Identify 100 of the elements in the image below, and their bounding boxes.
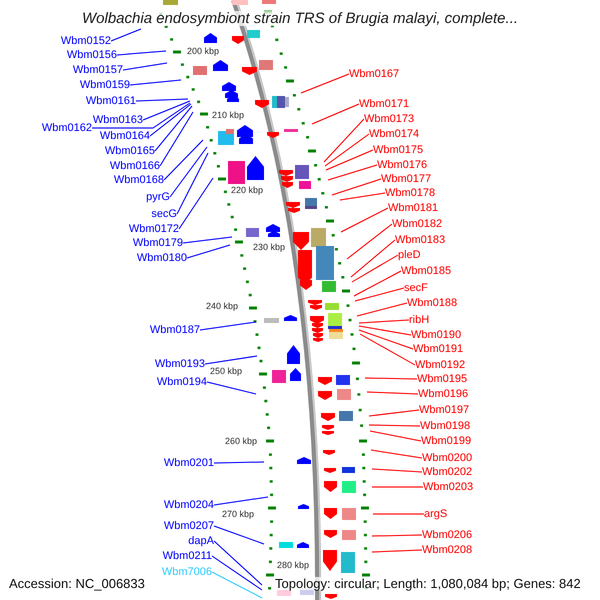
- leader-line: [92, 102, 190, 128]
- scale-label: 210 kbp: [211, 110, 246, 120]
- gene-label: Wbm0181: [388, 202, 438, 214]
- gene-label: ribH: [409, 314, 430, 326]
- gene-label: Wbm0196: [418, 388, 468, 400]
- leader-line: [214, 496, 268, 506]
- gene-label: Wbm0177: [381, 174, 432, 184]
- gene-label: Wbm0178: [385, 188, 436, 198]
- gene-label: Wbm0180: [136, 252, 187, 264]
- gene-label: Wbm0162: [42, 122, 92, 134]
- gene-label: argS: [424, 508, 448, 520]
- leader-line: [178, 178, 214, 230]
- leader-line: [116, 50, 166, 56]
- gene-label: Wbm0211: [162, 550, 212, 562]
- leader-line: [170, 146, 208, 198]
- gene-label: Wbm0157: [72, 64, 123, 76]
- gene-label: Wbm0208: [422, 544, 472, 556]
- diagram-title: Wolbachia endosymbiont strain TRS of Brugia malayi, complete...: [82, 10, 518, 26]
- leader-line: [204, 356, 258, 364]
- leader-line: [372, 468, 422, 472]
- gene-label: Wbm0203: [423, 482, 474, 492]
- gene-label: Wbm0171: [359, 98, 410, 110]
- genome-summary-text: Topology: circular; Length: 1,080,084 bp; Genes: 842: [275, 576, 581, 590]
- leader-line: [332, 178, 382, 196]
- leader-line: [358, 330, 414, 350]
- gene-label: Wbm0202: [422, 466, 472, 478]
- gene-label: Wbm0164: [100, 130, 150, 142]
- gene-label: dapA: [188, 536, 214, 546]
- leader-line: [368, 410, 420, 416]
- leader-line: [164, 140, 204, 180]
- leader-line: [212, 556, 262, 590]
- leader-line: [186, 244, 230, 258]
- leader-line: [340, 192, 386, 200]
- leader-line: [130, 80, 182, 86]
- leader-line: [360, 334, 416, 366]
- gene-label: Wbm0188: [407, 298, 458, 308]
- gene-label: Wbm0167: [349, 68, 400, 80]
- leader-line: [368, 424, 420, 426]
- gene-label: Wbm0207: [164, 520, 214, 532]
- leader-line: [182, 236, 232, 244]
- leader-line: [358, 320, 410, 324]
- gene-label: Wbm0182: [392, 218, 442, 230]
- leader-line: [354, 288, 404, 302]
- gene-label: Wbm0163: [92, 114, 143, 126]
- gene-label: Wbm0187: [150, 324, 200, 336]
- leader-line: [328, 164, 378, 180]
- gene-label: Wbm0206: [422, 530, 472, 540]
- leader-line: [340, 208, 388, 232]
- gene-label: Wbm0179: [132, 238, 183, 248]
- leader-line: [122, 62, 168, 70]
- leader-line: [350, 240, 396, 278]
- leader-line: [358, 326, 412, 336]
- leader-line: [366, 392, 418, 394]
- leader-line: [364, 378, 418, 380]
- gene-label: Wbm0159: [80, 80, 130, 90]
- leader-line: [214, 540, 262, 586]
- leader-line: [200, 322, 256, 330]
- gene-label: secG: [151, 208, 177, 220]
- leader-line: [370, 450, 422, 458]
- gene-label: Wbm0174: [369, 128, 420, 140]
- gene-label: Wbm0204: [164, 500, 214, 510]
- leader-line: [176, 152, 208, 214]
- scale-label: 250 kbp: [209, 366, 244, 376]
- leader-line: [326, 150, 374, 170]
- gene-label: Wbm0168: [114, 174, 164, 186]
- leader-line: [346, 224, 392, 260]
- gene-label: Wbm0197: [419, 404, 470, 416]
- gene-label: Wbm0195: [417, 374, 468, 384]
- gene-label: Wbm0183: [395, 234, 446, 246]
- scale-label: 240 kbp: [205, 302, 240, 310]
- gene-label: Wbm0190: [411, 330, 462, 340]
- gene-label: Wbm0194: [156, 376, 207, 388]
- gene-label: Wbm0172: [128, 224, 179, 234]
- gene-label: Wbm0199: [421, 436, 472, 446]
- gene-label: Wbm0198: [420, 420, 470, 432]
- gene-label: Wbm0192: [415, 360, 466, 370]
- leader-line: [142, 100, 190, 120]
- leader-line: [372, 550, 422, 552]
- leader-line: [214, 526, 264, 544]
- gene-label: Wbm0200: [422, 452, 472, 464]
- gene-label: pleD: [398, 250, 421, 260]
- leader-line: [212, 572, 262, 598]
- gene-label: Wbm0152: [60, 36, 111, 46]
- leader-line: [110, 28, 142, 42]
- gene-label: Wbm0156: [66, 50, 117, 60]
- gene-label: Wbm0185: [401, 266, 452, 276]
- leader-line: [312, 104, 360, 124]
- gene-label: Wbm0176: [377, 160, 428, 170]
- gene-label: Wbm0173: [364, 114, 414, 124]
- scale-label: 270 kbp: [221, 510, 256, 518]
- leader-line: [214, 462, 264, 464]
- leader-line: [300, 74, 350, 94]
- leader-line: [324, 118, 364, 162]
- gene-label: Wbm0175: [373, 144, 424, 156]
- scale-label: 220 kbp: [230, 186, 264, 194]
- scale-label: 200 kbp: [186, 46, 220, 56]
- gene-label: Wbm7006: [162, 566, 212, 578]
- gene-label: Wbm0161: [86, 96, 136, 106]
- leader-line: [150, 104, 192, 136]
- leader-line: [324, 134, 370, 166]
